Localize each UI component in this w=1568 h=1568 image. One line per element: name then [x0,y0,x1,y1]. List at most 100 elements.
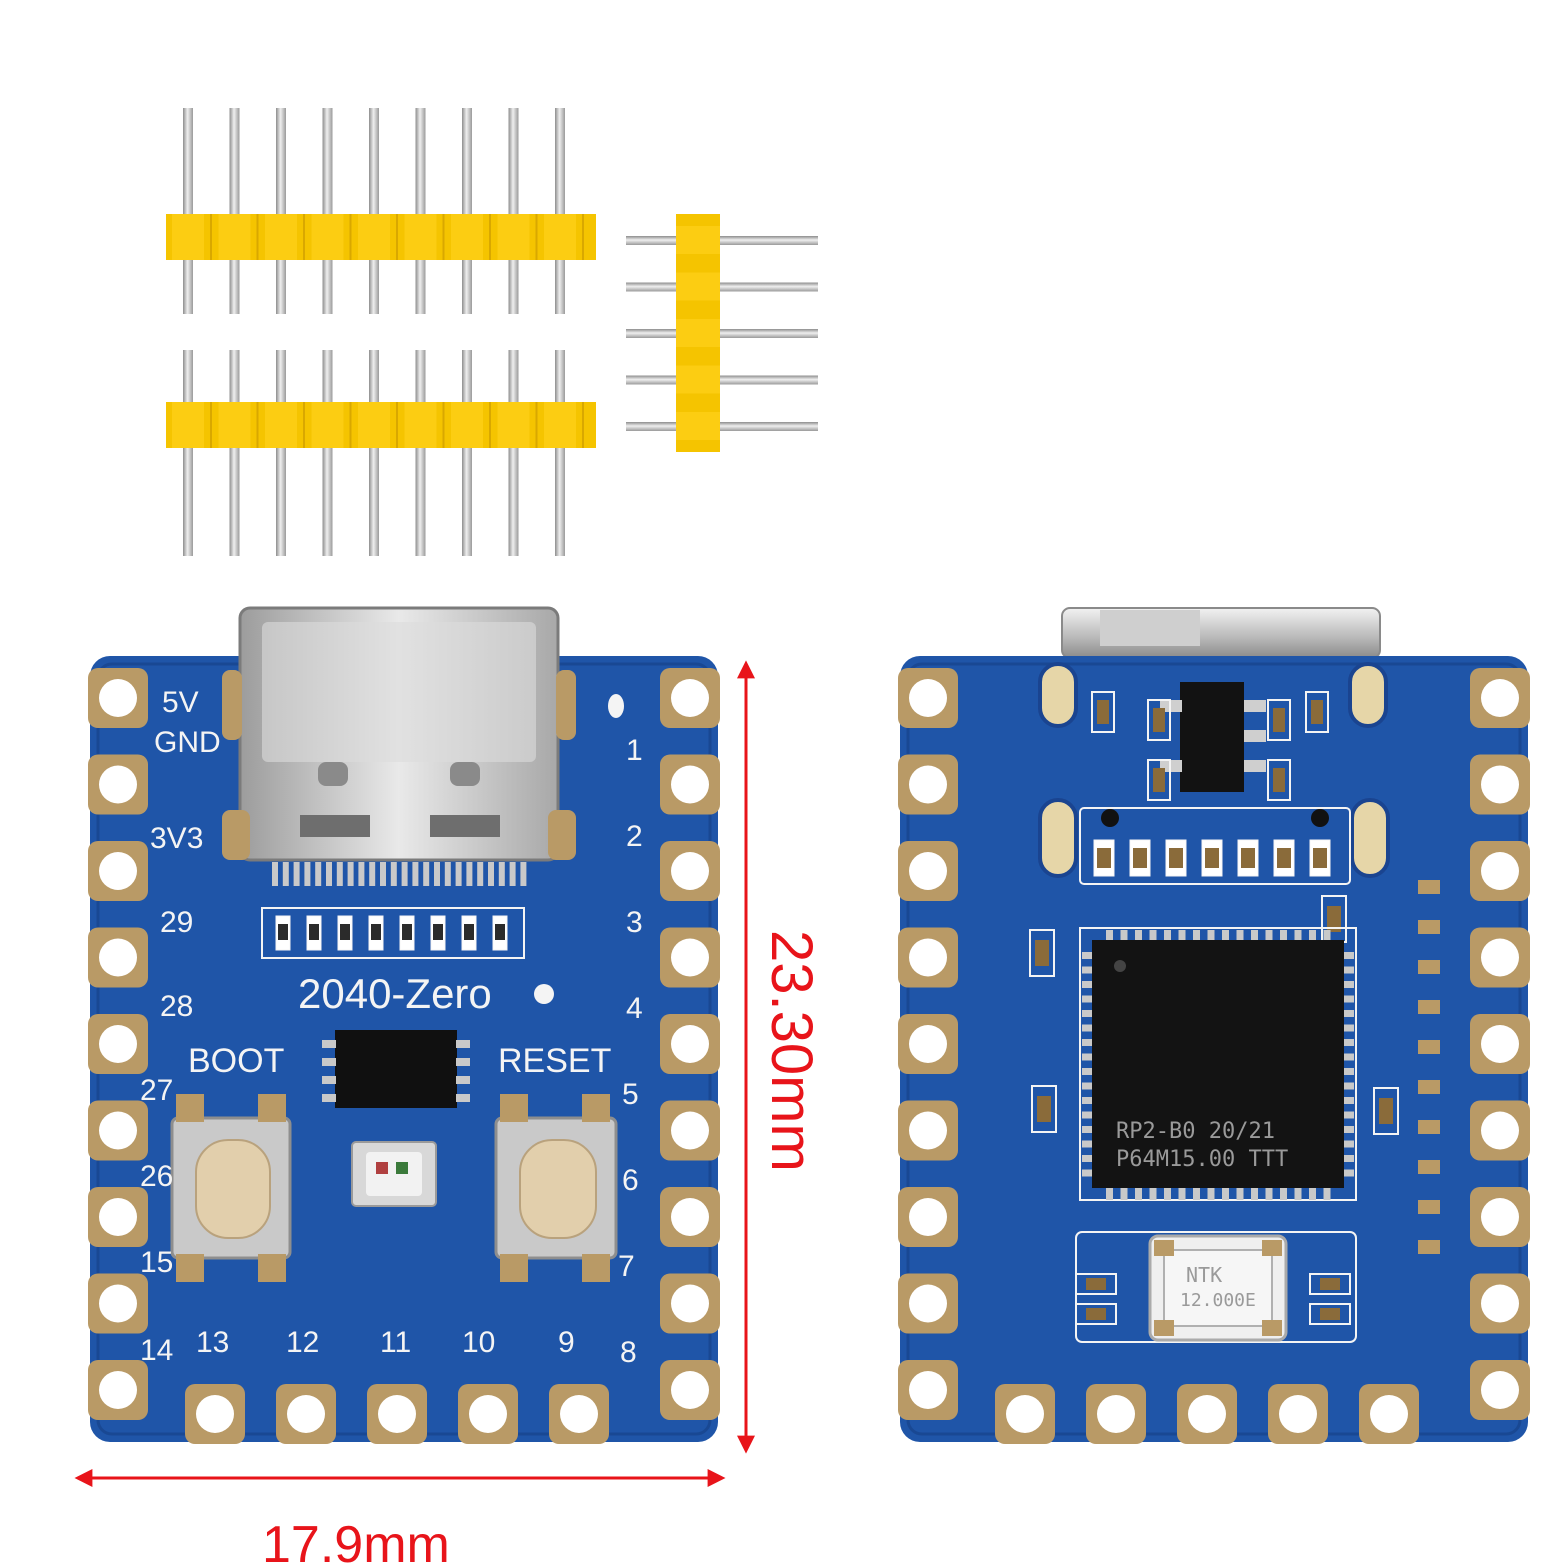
usb-solder-pin [477,862,484,886]
pad-hole [671,1198,709,1236]
pad-hole [1481,938,1519,977]
usb-solder-pin [434,862,440,886]
test-pad [1418,1080,1440,1094]
resistor-body [433,924,443,940]
header-pin [462,108,472,314]
header-pin [276,350,286,556]
qfn-pin [1193,1188,1200,1200]
qfn-pin [1236,1188,1244,1200]
qfn-pin [1280,1188,1287,1200]
usb-c-connector-icon [222,606,576,862]
qfn-pin [1207,930,1215,942]
test-pad [1418,1000,1440,1014]
usb-solder-pin [336,862,343,886]
smd-outline [1147,759,1171,801]
qfn-pin [1342,952,1354,959]
chip-outline [1079,927,1357,1201]
pad-hole [909,1111,947,1150]
pad-hole [909,765,947,804]
pad-hole [1097,1395,1135,1433]
pin-label-left: 29 [160,906,193,939]
chip-marking-2: P64M15.00 TTT [1116,1147,1288,1172]
qfn-pin [1082,1126,1094,1133]
resistor-body [278,924,288,940]
pin-label-left: GND [154,726,221,759]
header-pin [555,350,565,556]
qfn-pin [1309,930,1316,942]
pad-hole [671,938,709,977]
qfn-pin [1323,1188,1331,1200]
pin-label-right: 8 [620,1336,637,1369]
smd-part [1037,1096,1051,1122]
flash-leg [456,1076,470,1084]
usb-solder-pin [358,862,365,886]
usb-c-rear [1061,607,1381,659]
usb-solder-pin [520,862,527,886]
flash-leg [456,1058,470,1066]
board-title: 2040-Zero [298,970,492,1017]
header-segment [404,402,437,448]
test-pad [1418,1160,1440,1174]
qfn-pin [1082,1169,1094,1177]
qfn-pin [1342,1140,1354,1148]
qfn-pin [1342,1068,1354,1075]
height-dimension: 23.30mm [759,930,824,1172]
qfn-pin [1323,930,1331,942]
header-segment [676,319,720,347]
qfn-pin [1342,1097,1354,1104]
smd-part [1273,768,1285,792]
back-board: RP2-B0 20/21 P64M15.00 TTT NTK 12.000E [898,607,1530,1444]
cap-body [1241,848,1255,868]
qfn-pin [1082,1082,1094,1090]
usb-solder-pin [509,862,516,886]
smd-part [1311,700,1323,724]
pad-hole [909,1284,947,1323]
qfn-pin [1294,930,1302,942]
qfn-pin [1082,1039,1094,1046]
usb-solder-pin [347,862,354,886]
pin-label-bottom: 10 [462,1326,495,1359]
usb-solder-pin [466,862,473,886]
pad-hole [378,1395,416,1433]
usb-solder-pin [272,862,278,886]
pad-hole [909,1371,947,1409]
usb-solder-pin [293,862,300,886]
pad-hole [99,679,137,717]
qfn-pin [1135,1188,1142,1200]
header-pin [415,108,426,314]
qfn-pin [1193,930,1200,942]
pin-label-left: 15 [140,1246,173,1279]
usb-solder-pin [444,862,451,886]
qfn-pin [1342,1126,1354,1133]
header-pin [555,108,565,314]
pin-label-right: 7 [618,1250,635,1283]
cap-body [1097,848,1111,868]
header-pin [369,350,379,556]
pin-label-bottom: 13 [196,1326,229,1359]
pin-label-right: 6 [622,1164,639,1197]
qfn-pin [1236,930,1244,942]
usb-solder-pin [488,862,494,886]
qfn-pin [1106,1188,1113,1200]
header-pin [369,108,379,314]
pad-hole [196,1395,234,1433]
smd-part [1153,768,1165,792]
header-pin [626,375,818,385]
smd-outline [1029,929,1055,977]
qfn-pin [1082,1068,1094,1075]
header-pin [322,350,333,556]
pad-hole [1188,1395,1226,1433]
usb-solder-pin [498,862,505,886]
pin-headers [166,108,818,556]
boot-label: BOOT [188,1042,284,1080]
pad-hole [1006,1395,1044,1433]
pad-hole [1481,852,1519,890]
header-segment [676,365,720,394]
qfn-pin [1342,1024,1354,1032]
header-segment [265,402,297,448]
usb-solder-pin [380,862,386,886]
smd-part [1086,1278,1106,1290]
pin-header-icon [626,214,818,452]
voltage-regulator [1160,682,1266,792]
header-pin [183,350,193,556]
